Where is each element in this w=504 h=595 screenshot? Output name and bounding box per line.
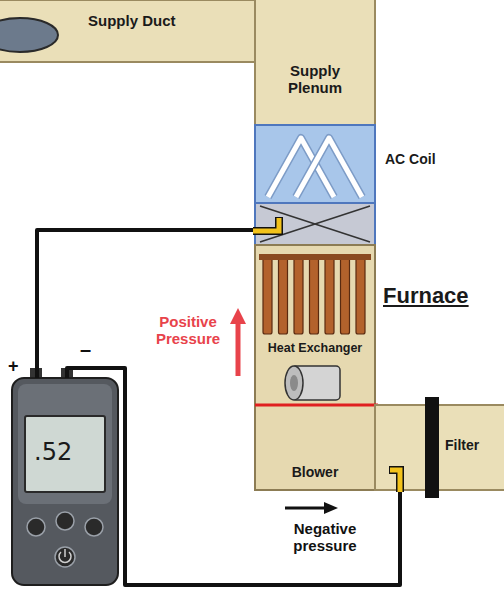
pressure-hose [67, 368, 400, 585]
manometer-body-part [30, 368, 42, 380]
negative-arrow-part [285, 507, 326, 510]
blower-wheel-part [292, 366, 340, 400]
heat-exchanger-tubes [259, 254, 371, 334]
supply-duct-shape-part [0, 0, 258, 62]
supply-duct-label: Supply Duct [88, 12, 176, 29]
meter-reading: .52 [34, 439, 72, 467]
supply-plenum-shape-part [255, 0, 375, 125]
heat-exchanger-tubes-part [356, 258, 365, 334]
ac-coil-label: AC Coil [385, 151, 436, 167]
heat-exchanger-label: Heat Exchanger [258, 341, 372, 355]
ac-coil-shape-part [255, 125, 375, 203]
manometer-body [12, 368, 118, 585]
probe-fittings-part [389, 470, 400, 492]
heat-exchanger-tubes-part [325, 258, 334, 334]
ac-coil-node: AC Coil [255, 125, 375, 245]
ac-coil-shape-part [296, 138, 362, 197]
ac-coil-shape-part [260, 206, 370, 242]
furnace-node: FurnaceHeat ExchangerBlower [255, 245, 375, 490]
positive-pressure-note: Positive Pressure [144, 313, 232, 348]
blower-wheel-part [290, 375, 298, 391]
ac-coil-shape-part [260, 206, 370, 242]
probe-fittings-part [253, 218, 279, 231]
minus-port: – [80, 338, 91, 361]
return-duct-shape [375, 397, 504, 498]
meter-display: .52 [24, 415, 106, 493]
ac-coil-shape-part [296, 138, 362, 197]
return-duct-shape-part [425, 397, 439, 498]
supply-duct-shape [0, 0, 258, 62]
probe-fittings [253, 217, 400, 492]
positive-arrow [230, 308, 246, 376]
heat-exchanger-tubes-part [263, 258, 272, 334]
ac-coil-shape-part [268, 138, 334, 197]
hoses [37, 230, 400, 585]
manometer-body-part [56, 512, 74, 530]
furnace-cabinet-part [255, 245, 375, 490]
supply-plenum-shape [255, 0, 375, 125]
manometer-body-part [85, 518, 103, 536]
ac-coil-shape-part [255, 203, 375, 245]
furnace-cabinet [255, 245, 375, 490]
supply-plenum-label: Supply Plenum [267, 62, 363, 97]
manometer-body-part [59, 549, 71, 562]
heat-exchanger-tubes-part [341, 258, 350, 334]
negative-arrow-part [324, 502, 338, 514]
negative-arrow [285, 502, 338, 514]
blower-wheel [285, 366, 340, 400]
blower-node: Blower [258, 360, 372, 487]
filter-node: Filter [375, 405, 504, 490]
filter-label: Filter [445, 437, 479, 453]
supply-plenum-node: Supply Plenum [255, 0, 375, 125]
heat-exchanger-tubes-part [294, 258, 303, 334]
supply-duct-node: Supply Duct [0, 0, 255, 62]
pressure-hose [37, 230, 255, 378]
blower-label: Blower [258, 464, 372, 480]
manometer-body-part [12, 378, 118, 585]
furnace-label: Furnace [383, 283, 469, 308]
heat-exchanger-node: Heat Exchanger [258, 253, 372, 357]
probe-fittings-part [390, 470, 400, 492]
heat-exchanger-tubes-part [279, 258, 288, 334]
manometer-body-part [27, 518, 45, 536]
divider-line [255, 404, 378, 407]
return-duct-shape-part [375, 405, 504, 490]
heat-exchanger-tubes-part [310, 258, 319, 334]
ac-coil-shape-part [268, 138, 334, 197]
negative-pressure-note: Negative pressure [280, 520, 370, 555]
manometer-node: .52 [12, 378, 118, 585]
probe-fittings-part [253, 217, 279, 231]
ac-coil-shape [255, 125, 375, 245]
positive-arrow-part [230, 308, 246, 324]
blower-wheel-part [285, 366, 303, 400]
supply-duct-shape-part [0, 18, 58, 52]
plus-port: + [8, 356, 19, 377]
heat-exchanger-tubes-part [259, 254, 371, 260]
manometer-body-part [55, 547, 75, 567]
positive-arrow-part [236, 322, 241, 376]
manometer-body-part [18, 384, 112, 504]
manometer-body-part [61, 368, 73, 380]
